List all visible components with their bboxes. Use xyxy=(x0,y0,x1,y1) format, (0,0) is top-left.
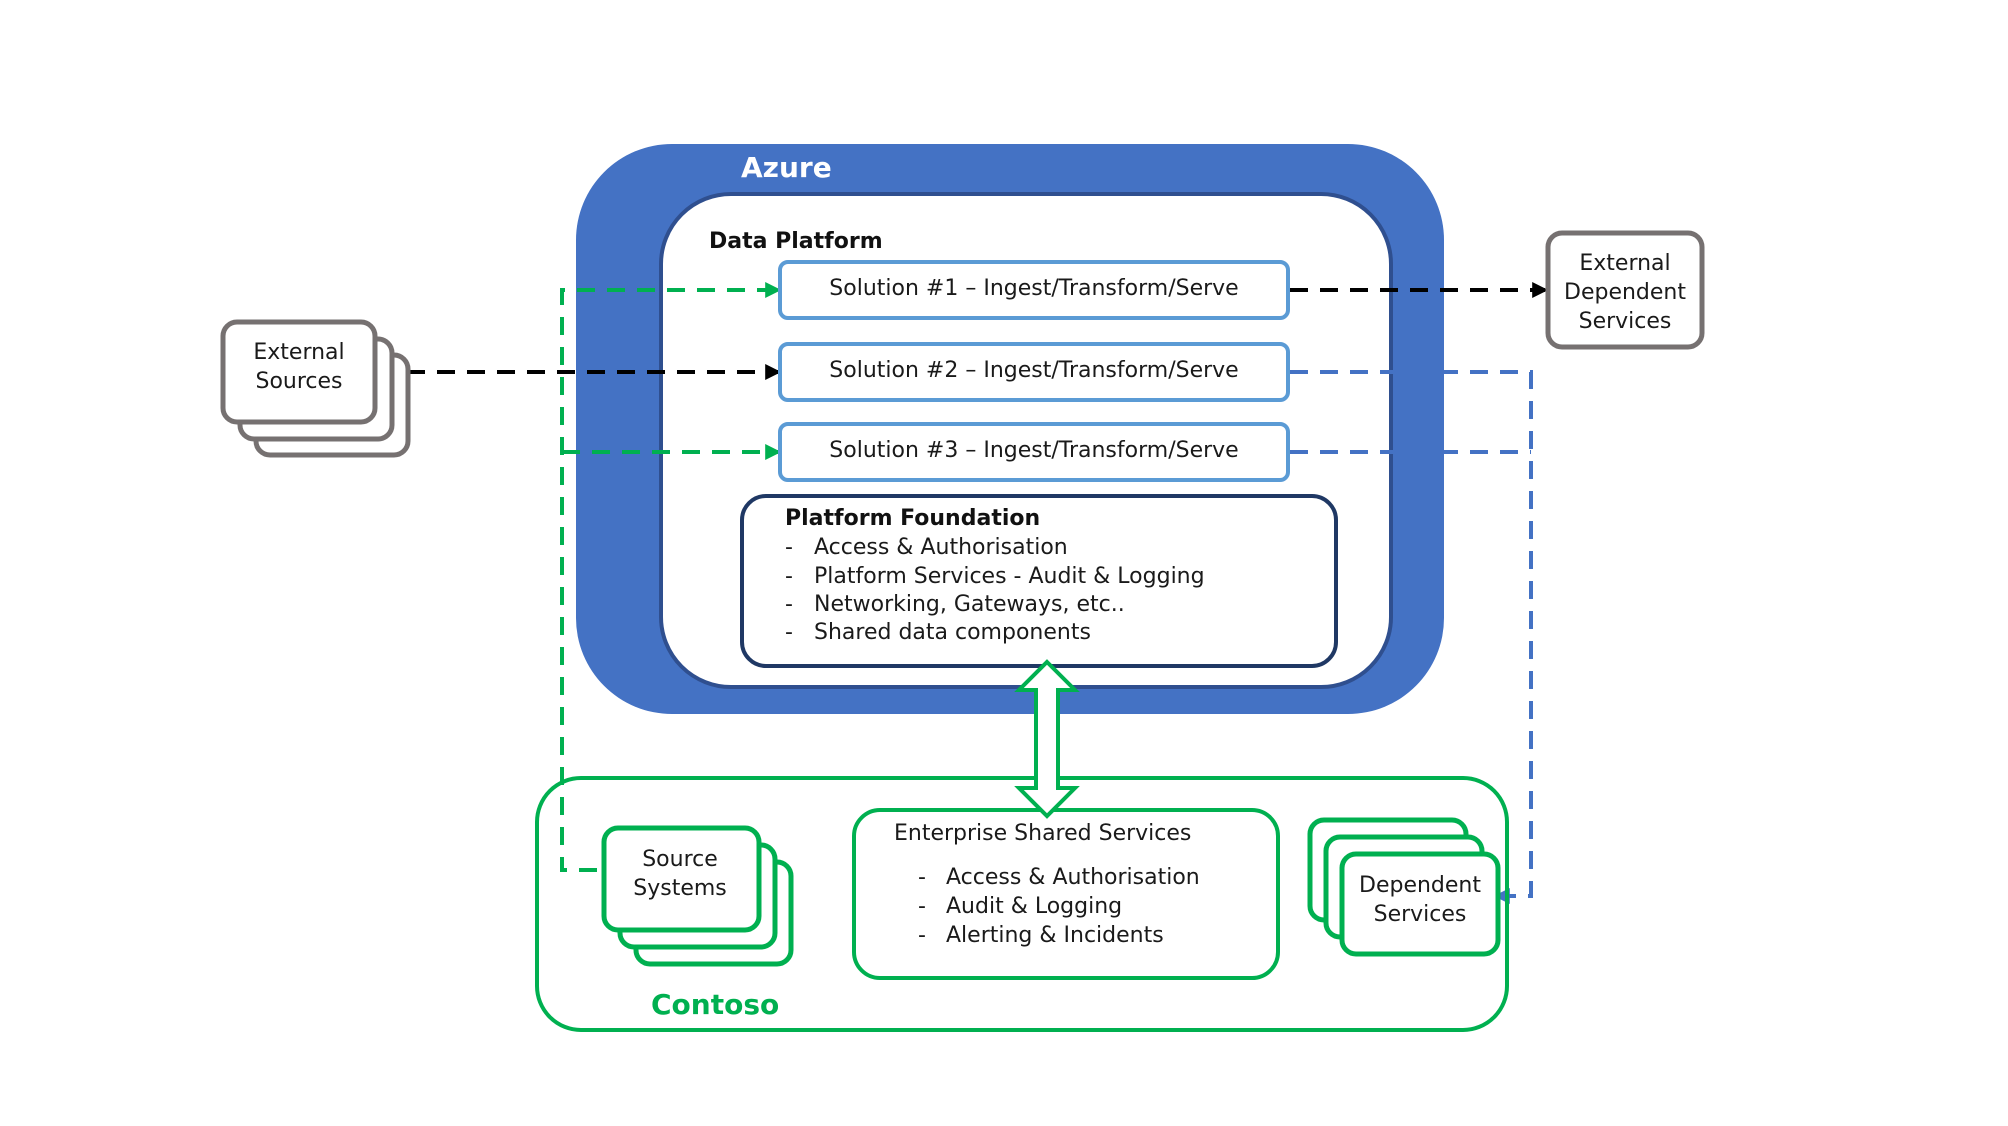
contoso-container: Contoso xyxy=(535,776,1509,1032)
platform-foundation-box xyxy=(740,494,1338,668)
solution-1-label: Solution #1 – Ingest/Transform/Serve xyxy=(829,276,1238,301)
solution2-to-dependent-connector xyxy=(1290,370,1533,904)
external-sources-box xyxy=(220,319,378,425)
source-systems-label: Systems xyxy=(633,876,727,901)
foundation-item: Networking, Gateways, etc.. xyxy=(814,592,1125,617)
solution-3-label: Solution #3 – Ingest/Transform/Serve xyxy=(829,438,1238,463)
bidirectional-arrow xyxy=(1014,659,1080,819)
external-dependent-services-label: Services xyxy=(1579,309,1672,334)
bullet-dash: - xyxy=(918,865,926,890)
enterprise-shared-services: Enterprise Shared Services - Access & Au… xyxy=(852,808,1280,980)
dependent-services-box xyxy=(1339,851,1501,957)
bullet-dash: - xyxy=(785,620,793,645)
data-platform-title: Data Platform xyxy=(709,229,883,254)
external-sources: External Sources xyxy=(220,319,411,458)
external-dependent-services-label: Dependent xyxy=(1564,280,1686,305)
foundation-item: Shared data components xyxy=(814,620,1091,645)
bullet-dash: - xyxy=(918,923,926,948)
azure-title: Azure xyxy=(741,151,832,184)
foundation-item: Platform Services - Audit & Logging xyxy=(814,564,1205,589)
contoso-box xyxy=(535,776,1509,1032)
solution-3: Solution #3 – Ingest/Transform/Serve xyxy=(778,422,1290,482)
solution-3-box xyxy=(778,422,1290,482)
enterprise-item: Alerting & Incidents xyxy=(946,923,1164,948)
contoso-title: Contoso xyxy=(651,988,779,1021)
source-to-solution1-connector xyxy=(560,282,782,872)
enterprise-shared-services-box xyxy=(852,808,1280,980)
solution-1-box xyxy=(778,260,1290,320)
bullet-dash: - xyxy=(785,564,793,589)
solution-1: Solution #1 – Ingest/Transform/Serve xyxy=(778,260,1290,320)
external-sources-label: Sources xyxy=(255,369,342,394)
enterprise-item: Access & Authorisation xyxy=(946,865,1200,890)
dependent-services-label: Dependent xyxy=(1359,873,1481,898)
bullet-dash: - xyxy=(785,592,793,617)
solution-2-box xyxy=(778,342,1290,402)
external-dependent-services-box xyxy=(1545,230,1705,350)
dependent-services-label: Services xyxy=(1374,902,1467,927)
platform-foundation: Platform Foundation - Access & Authorisa… xyxy=(740,494,1338,668)
dependent-services: Dependent Services xyxy=(1307,817,1501,957)
bullet-dash: - xyxy=(918,894,926,919)
source-systems: Source Systems xyxy=(601,825,794,967)
solution-2-label: Solution #2 – Ingest/Transform/Serve xyxy=(829,358,1238,383)
enterprise-item: Audit & Logging xyxy=(946,894,1122,919)
source-systems-box xyxy=(601,825,762,933)
foundation-item: Access & Authorisation xyxy=(814,535,1068,560)
bullet-dash: - xyxy=(785,535,793,560)
source-systems-label: Source xyxy=(642,847,718,872)
enterprise-shared-services-title: Enterprise Shared Services xyxy=(894,821,1191,846)
platform-foundation-title: Platform Foundation xyxy=(785,506,1040,531)
external-sources-label: External xyxy=(253,340,344,365)
connectors xyxy=(377,282,1549,904)
external-dependent-services: External Dependent Services xyxy=(1545,230,1705,350)
solution-2: Solution #2 – Ingest/Transform/Serve xyxy=(778,342,1290,402)
external-dependent-services-label: External xyxy=(1579,251,1670,276)
